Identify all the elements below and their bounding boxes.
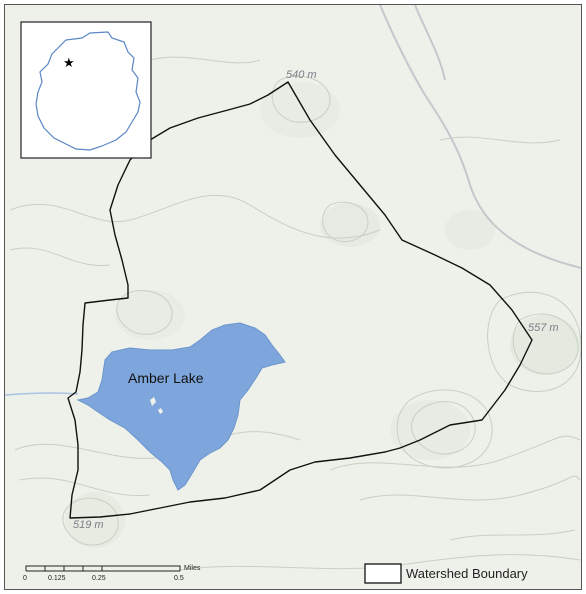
- scale-tick-0: 0: [23, 575, 27, 582]
- inset-map: ★: [20, 21, 152, 159]
- scale-unit: Miles: [184, 565, 201, 572]
- elevation-label-557: 557 m: [528, 322, 559, 334]
- lake-polygon: [76, 322, 286, 491]
- star-icon: ★: [63, 56, 75, 71]
- scale-bar: 0 0.125 0.25 0.5 Miles: [23, 565, 201, 582]
- lake-island: [150, 397, 156, 406]
- scale-tick-025: 0.25: [92, 575, 106, 582]
- elevation-label-519: 519 m: [73, 519, 104, 531]
- legend-swatch: [364, 563, 402, 584]
- watershed-boundary: [67, 81, 533, 519]
- scale-tick-0125: 0.125: [48, 575, 66, 582]
- lake-label: Amber Lake: [128, 370, 204, 386]
- scale-tick-05: 0.5: [174, 575, 184, 582]
- stream: [4, 392, 79, 396]
- contour-lines: [9, 56, 582, 571]
- roads: [379, 4, 582, 269]
- elevation-label-540: 540 m: [286, 69, 317, 81]
- legend-label: Watershed Boundary: [406, 566, 528, 581]
- inset-park-outline: [35, 31, 141, 151]
- legend: Watershed Boundary: [364, 563, 528, 584]
- hillshade: [65, 82, 580, 548]
- lake-island: [158, 408, 163, 414]
